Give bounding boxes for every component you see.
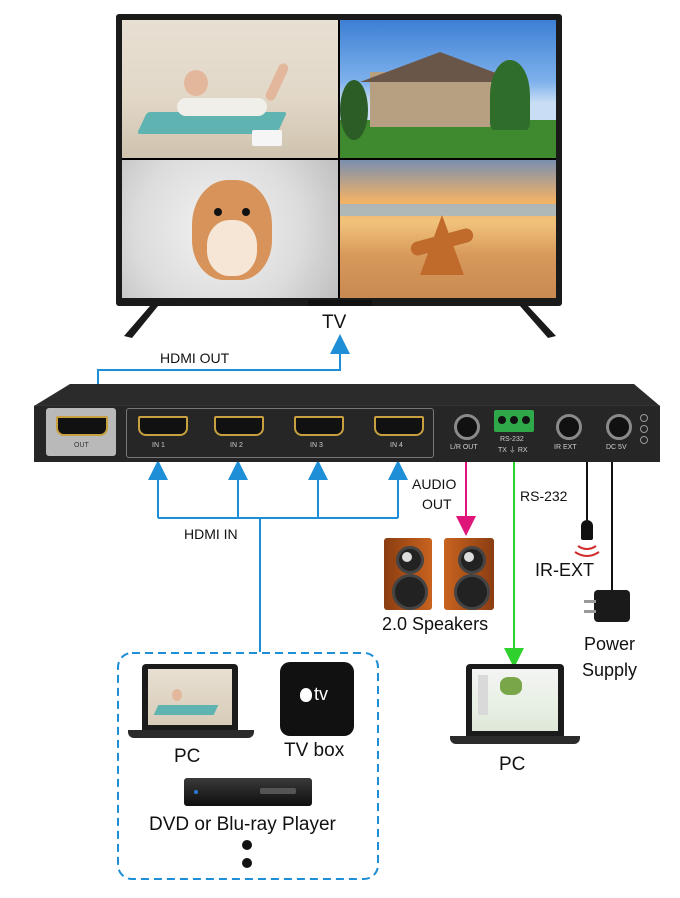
lr-out-jack [454,414,480,440]
power-label-2: Supply [582,660,638,680]
pc-right-laptop [450,664,580,754]
rs232-port-label: RS-232 [500,436,524,443]
tv-box-icon: tv [280,662,354,736]
sources-box [117,652,379,880]
rs232-pins-label: TX ⏚ RX [498,447,528,454]
speakers [384,538,496,612]
apple-icon [300,688,312,702]
tv-screen [122,20,556,298]
hdmi-in4-port [374,416,424,436]
audio-out-label-1: AUDIO [412,476,457,492]
player-icon [184,778,312,806]
hdmi-in3-port [294,416,344,436]
lr-out-label: L/R OUT [450,444,478,451]
multiviewer-device: OUT IN 1 IN 2 IN 3 IN 4 L/R OUT RS-232 T… [34,384,660,464]
power-adapter-icon [594,590,630,622]
in-ports-group [126,408,434,458]
in1-label: IN 1 [152,442,165,449]
hdmi-in1-port [138,416,188,436]
tv-box-label: TV box [284,740,345,761]
speakers-label: 2.0 Speakers [382,614,489,634]
pc-source-laptop [128,664,254,744]
tv-stand-base [308,300,372,306]
dc-jack [606,414,632,440]
in4-label: IN 4 [390,442,403,449]
ir-sensor-icon [581,520,593,540]
hdmi-in-label: HDMI IN [184,526,238,542]
right-speaker [444,538,494,610]
pc-source-label: PC [174,746,201,767]
tv-label: TV [322,312,347,333]
rs232-label: RS-232 [520,488,568,504]
left-speaker [384,538,432,610]
out-port-label: OUT [74,442,89,449]
polarity-icon [640,414,648,444]
power-plug-pin-2 [584,610,596,613]
more-dot-1 [242,840,252,850]
in2-label: IN 2 [230,442,243,449]
player-label: DVD or Blu-ray Player [149,814,336,835]
audio-out-label-2: OUT [422,496,452,512]
power-label-1: Power [584,634,636,654]
hdmi-in2-port [214,416,264,436]
screen-quad-woman [122,20,338,158]
ir-ext-port-label: IR EXT [554,444,577,451]
screen-quad-house [340,20,556,158]
hdmi-out-label: HDMI OUT [160,350,230,366]
ir-ext-label: IR-EXT [535,560,595,580]
rs232-terminal [494,410,534,432]
power-plug-pin-1 [584,600,596,603]
ir-ext-jack [556,414,582,440]
screen-quad-hamster [122,160,338,298]
more-dot-2 [242,858,252,868]
in3-label: IN 3 [310,442,323,449]
tv-box-logo: tv [314,684,329,704]
pc-right-label: PC [499,754,526,775]
hdmi-out-port [56,416,108,436]
screen-quad-beach [340,160,556,298]
dc-port-label: DC 5V [606,444,627,451]
